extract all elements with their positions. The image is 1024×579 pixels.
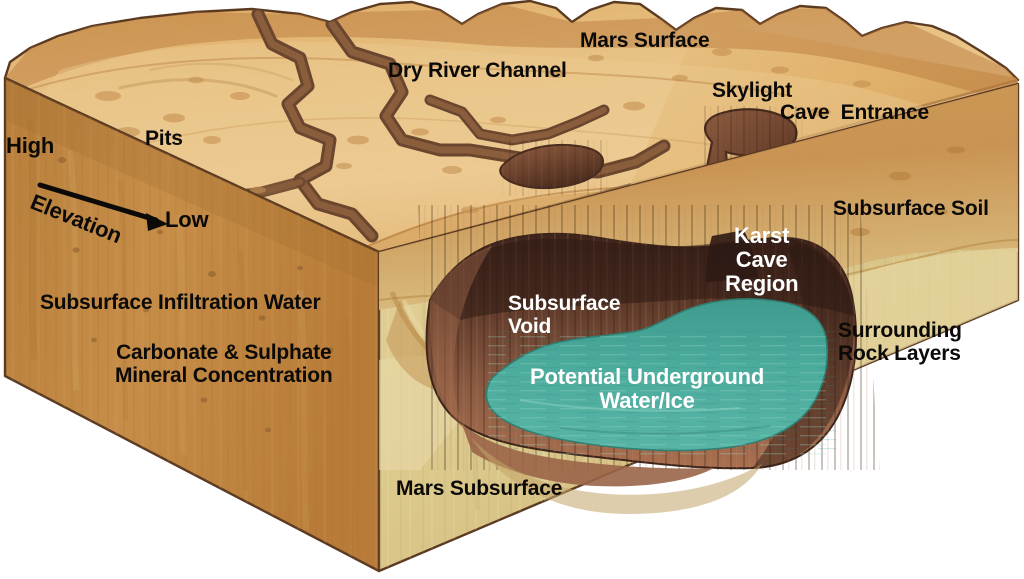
label-surrounding-rock-layers: Surrounding Rock Layers: [838, 319, 962, 365]
label-subsurface-void: Subsurface Void: [508, 292, 621, 338]
label-carbonate-sulphate-mineral-concentration: Carbonate & Sulphate Mineral Concentrati…: [115, 341, 333, 387]
label-subsurface-infiltration-water: Subsurface Infiltration Water: [40, 291, 321, 314]
label-karst-cave-region: Karst Cave Region: [725, 223, 799, 296]
label-mars-surface: Mars Surface: [580, 29, 710, 52]
label-cave-entrance: Cave Entrance: [780, 101, 929, 124]
label-pits: Pits: [145, 127, 183, 150]
elevation-arrow: [37, 182, 168, 231]
label-mars-subsurface: Mars Subsurface: [396, 477, 563, 500]
label-elevation-high: High: [6, 133, 55, 158]
label-skylight: Skylight: [712, 79, 793, 102]
underground-water-body: [485, 298, 836, 456]
label-subsurface-soil: Subsurface Soil: [833, 197, 989, 220]
label-dry-river-channel: Dry River Channel: [388, 59, 567, 82]
label-potential-underground-water-ice: Potential Underground Water/Ice: [530, 364, 765, 413]
label-elevation-low: Low: [165, 207, 209, 232]
karst-cave-region: [418, 205, 880, 514]
secondary-skylight-opening: [499, 140, 612, 196]
